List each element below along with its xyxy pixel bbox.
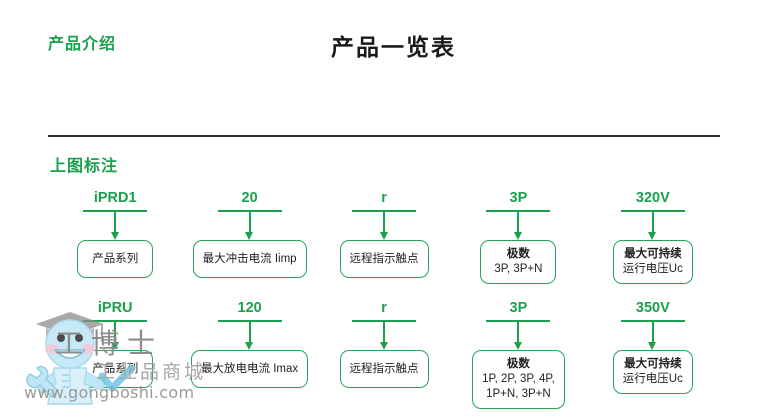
arrow-connector-icon <box>481 320 555 350</box>
legend-column: 350V 最大可持续运行电压Uc <box>586 300 720 394</box>
arrow-connector-icon <box>78 320 152 350</box>
code-label: iPRD1 <box>93 190 137 206</box>
code-label: r <box>381 300 387 316</box>
legend-column: iPRU 产品系列 <box>48 300 182 388</box>
description-line: 极数 <box>506 358 530 370</box>
description-line: 运行电压Uc <box>622 373 683 385</box>
code-label: 120 <box>237 300 262 316</box>
description-box: 远程指示触点 <box>339 240 429 278</box>
description-box: 最大冲击电流 Iimp <box>192 240 307 278</box>
arrow-connector-icon <box>347 320 421 350</box>
code-label: 3P <box>509 300 528 316</box>
description-box: 极数 1P, 2P, 3P, 4P, 1P+N, 3P+N <box>472 350 565 409</box>
arrow-connector-icon <box>616 320 690 350</box>
horizontal-divider <box>48 135 720 137</box>
arrow-connector-icon <box>213 320 287 350</box>
code-label: r <box>381 190 387 206</box>
legend-column: 320V 最大可持续运行电压Uc <box>586 190 720 284</box>
page-title: 产品一览表 <box>331 34 456 60</box>
description-line: 最大可持续 <box>624 358 682 370</box>
description-box: 最大可持续运行电压Uc <box>612 350 693 394</box>
arrow-connector-icon <box>347 210 421 240</box>
description-line: 远程指示触点 <box>349 362 419 375</box>
description-box: 极数 3P, 3P+N <box>480 240 557 284</box>
description-line: 极数 <box>506 248 530 260</box>
description-box: 产品系列 <box>77 240 154 278</box>
arrow-connector-icon <box>78 210 152 240</box>
legend-column: iPRD1 产品系列 <box>48 190 182 278</box>
description-line: 最大放电电流 Imax <box>201 362 299 375</box>
code-label: 20 <box>241 190 258 206</box>
legend-column: r 远程指示触点 <box>317 190 451 278</box>
description-box: 产品系列 <box>77 350 154 388</box>
description-line: 1P, 2P, 3P, 4P, <box>482 373 555 385</box>
description-line: 产品系列 <box>92 252 139 265</box>
arrow-connector-icon <box>213 210 287 240</box>
sub-heading: 上图标注 <box>50 158 119 175</box>
description-box: 最大放电电流 Imax <box>191 350 309 388</box>
code-label: 3P <box>509 190 528 206</box>
description-box: 最大可持续运行电压Uc <box>612 240 693 284</box>
code-label: 350V <box>635 300 670 316</box>
legend-column: 20 最大冲击电流 Iimp <box>182 190 316 278</box>
description-line: 3P, 3P+N <box>494 263 543 275</box>
section-kicker: 产品介绍 <box>48 36 117 53</box>
arrow-connector-icon <box>616 210 690 240</box>
code-label: 320V <box>635 190 670 206</box>
legend-column: 120 最大放电电流 Imax <box>182 300 316 388</box>
legend-column: r 远程指示触点 <box>317 300 451 388</box>
description-box: 远程指示触点 <box>339 350 429 388</box>
description-line: 最大冲击电流 Iimp <box>202 252 297 265</box>
arrow-connector-icon <box>481 210 555 240</box>
description-line: 远程指示触点 <box>349 252 419 265</box>
description-line: 1P+N, 3P+N <box>486 388 551 400</box>
description-line: 最大可持续 <box>624 248 682 260</box>
code-label: iPRU <box>97 300 133 316</box>
description-line: 运行电压Uc <box>622 263 683 275</box>
legend-column: 3P 极数 1P, 2P, 3P, 4P, 1P+N, 3P+N <box>451 300 585 409</box>
description-line: 产品系列 <box>92 362 139 375</box>
legend-column: 3P 极数 3P, 3P+N <box>451 190 585 284</box>
